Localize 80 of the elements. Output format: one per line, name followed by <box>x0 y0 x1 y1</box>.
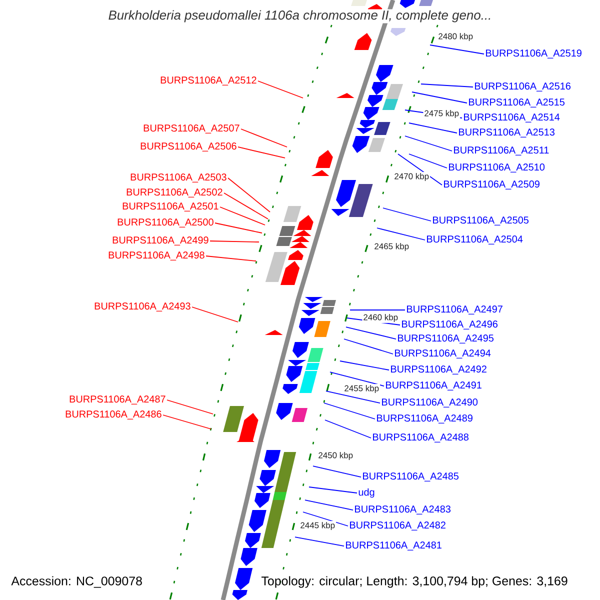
scale-label: 2480 kbp <box>437 32 474 42</box>
gene-label: BURPS1106A_A2501 <box>122 202 218 212</box>
title: Burkholderia pseudomallei 1106a chromosome II, complete geno... <box>107 9 493 24</box>
leader-line <box>408 122 458 134</box>
leader-line <box>304 500 354 510</box>
leader-line <box>312 466 362 478</box>
leader-line <box>412 92 468 104</box>
gene-label: BURPS1106A_A2504 <box>427 236 523 244</box>
leader-line <box>324 420 372 438</box>
gene-label: BURPS1106A_A2489 <box>377 414 472 424</box>
gene-label: BURPS1106A_A2515 <box>469 98 565 108</box>
leader-line <box>214 222 262 234</box>
gene-label: BURPS1106A_A2498 <box>108 252 204 260</box>
leader-line <box>420 84 474 88</box>
gene-label: BURPS1106A_A2514 <box>464 114 560 122</box>
gene-label: BURPS1106A_A2490 <box>382 398 478 408</box>
leader-line <box>224 192 268 220</box>
gene-label: BURPS1106A_A2492 <box>391 366 486 374</box>
gene-label: BURPS1106A_A2505 <box>433 216 529 226</box>
gene-label: BURPS1106A_A2481 <box>346 542 442 550</box>
gene-label: BURPS1106A_A2491 <box>386 382 482 390</box>
gene-label: BURPS1106A_A2510 <box>449 164 545 172</box>
leader-line <box>206 256 256 262</box>
info-text: Accession: NC_009078 <box>11 576 142 588</box>
scale-label: 2445 kbp <box>299 521 336 531</box>
gene-label: BURPS1106A_A2500 <box>118 218 214 228</box>
leader-line <box>344 338 394 354</box>
gene-label: BURPS1106A_A2485 <box>363 472 459 482</box>
leader-line <box>346 326 396 340</box>
gene-label: udg <box>358 488 374 498</box>
leader-line <box>376 228 426 240</box>
gene-label: BURPS1106A_A2503 <box>130 174 226 182</box>
gene-label: BURPS1106A_A2495 <box>398 334 494 344</box>
gene-label: BURPS1106A_A2497 <box>407 306 502 314</box>
gene-label: BURPS1106A_A2502 <box>126 188 222 198</box>
leader-line <box>340 360 390 370</box>
leader-line <box>162 414 212 430</box>
leader-line <box>382 208 432 222</box>
leader-line <box>404 136 452 152</box>
leader-line <box>294 536 344 546</box>
gene-label: BURPS1106A_A2494 <box>395 350 491 358</box>
leader-line <box>240 128 288 148</box>
scale-label: 2460 kbp <box>362 313 400 323</box>
gene-label: BURPS1106A_A2506 <box>140 142 236 152</box>
scale-label: 2475 kbp <box>423 109 460 119</box>
leader-line <box>324 402 376 420</box>
leader-line <box>326 390 380 404</box>
gene-label: BURPS1106A_A2511 <box>454 146 549 156</box>
leader-line <box>308 486 358 494</box>
leader-line <box>330 372 384 386</box>
gene-label: BURPS1106A_A2499 <box>112 236 208 246</box>
gene-label: BURPS1106A_A2487 <box>70 396 166 404</box>
leader-line <box>192 306 238 322</box>
gene-label: BURPS1106A_A2482 <box>350 522 446 530</box>
leader-line <box>166 400 214 414</box>
scale-label: 2465 kbp <box>373 242 410 252</box>
gene-label: BURPS1106A_A2483 <box>355 506 450 514</box>
leader-line <box>408 154 448 168</box>
leader-line <box>302 512 348 526</box>
gene-label: BURPS1106A_A2513 <box>459 128 554 138</box>
gene-label: BURPS1106A_A2507 <box>144 124 240 134</box>
leader-line <box>430 44 484 54</box>
gene-label: BURPS1106A_A2512 <box>160 76 256 86</box>
gene-label: BURPS1106A_A2519 <box>486 50 582 58</box>
gene-label: BURPS1106A_A2509 <box>444 180 540 190</box>
gene-label: BURPS1106A_A2486 <box>66 410 162 420</box>
leader-line <box>210 240 260 242</box>
info-text: Topology: circular; Length: 3,100,794 bp; Genes: 3,169 <box>261 576 568 588</box>
leader-line <box>238 146 286 158</box>
scale-label: 2455 kbp <box>343 384 380 394</box>
leader-line <box>258 80 304 98</box>
gene-label: BURPS1106A_A2496 <box>402 320 498 330</box>
leader-line <box>228 178 270 212</box>
leader-line <box>398 154 442 186</box>
scale-label: 2470 kbp <box>393 172 430 182</box>
gene-label: BURPS1106A_A2488 <box>373 434 468 442</box>
gene-label: BURPS1106A_A2493 <box>94 302 190 312</box>
scale-label: 2450 kbp <box>317 451 354 461</box>
gene-label: BURPS1106A_A2516 <box>475 82 570 92</box>
leader-line <box>220 206 266 226</box>
